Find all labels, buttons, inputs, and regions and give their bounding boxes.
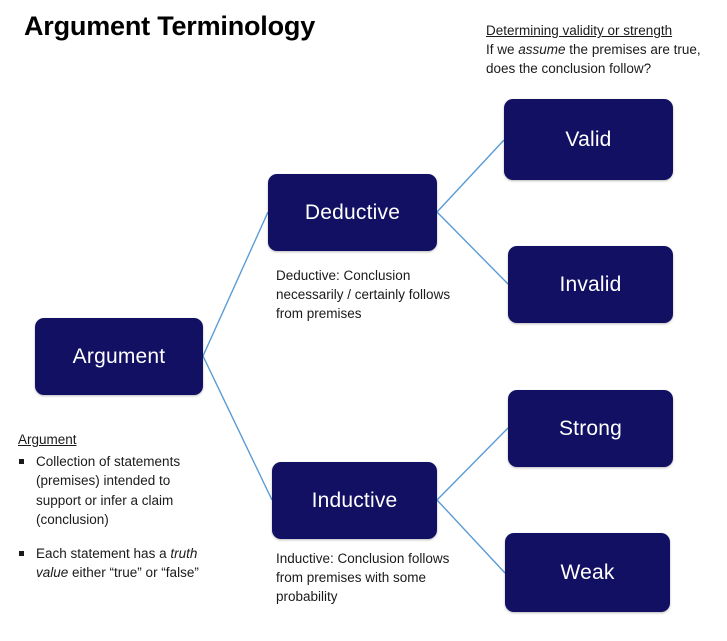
validity-note-line1-pre: If we xyxy=(486,42,519,57)
node-valid[interactable]: Valid xyxy=(504,99,673,180)
node-weak[interactable]: Weak xyxy=(505,533,670,612)
definition-bullet-2: Each statement has a truth value either … xyxy=(36,546,199,581)
definition-bullet-2-post: either “true” or “false” xyxy=(68,565,199,580)
caption-inductive: Inductive: Conclusion follows from premi… xyxy=(276,551,450,604)
definition-bullet-1: Collection of statements (premises) inte… xyxy=(36,453,181,528)
node-strong[interactable]: Strong xyxy=(508,390,673,467)
page-title: Argument Terminology xyxy=(24,11,316,41)
validity-note-line2: does the conclusion follow? xyxy=(486,61,652,76)
definition-bullet-2-pre: Each statement has a xyxy=(36,545,171,561)
node-argument-label: Argument xyxy=(72,345,166,368)
node-deductive[interactable]: Deductive xyxy=(268,174,437,251)
connector-inductive-to-strong xyxy=(436,427,509,501)
connector-argument-to-deductive xyxy=(202,211,269,357)
validity-note: Determining validity or strength If we a… xyxy=(486,21,726,78)
node-strong-label: Strong xyxy=(558,417,623,440)
node-invalid[interactable]: Invalid xyxy=(508,246,673,323)
definition-list: Collection of statements (premises) inte… xyxy=(18,452,208,583)
definition-heading: Argument xyxy=(18,432,77,447)
list-item: Collection of statements (premises) inte… xyxy=(18,452,208,530)
connector-argument-to-inductive xyxy=(202,355,273,501)
node-deductive-label: Deductive xyxy=(304,201,401,224)
connector-deductive-to-valid xyxy=(436,139,505,213)
validity-note-line1-post: the premises are true, xyxy=(565,42,701,57)
validity-note-heading: Determining validity or strength xyxy=(486,23,673,38)
node-invalid-label: Invalid xyxy=(559,273,622,296)
node-weak-label: Weak xyxy=(560,561,615,584)
caption-deductive: Deductive: Conclusion necessarily / cert… xyxy=(276,268,451,321)
node-argument[interactable]: Argument xyxy=(35,318,203,395)
argument-definition-block: Argument Collection of statements (premi… xyxy=(18,430,208,583)
list-item: Each statement has a truth value either … xyxy=(18,544,208,583)
node-inductive[interactable]: Inductive xyxy=(272,462,437,539)
node-valid-label: Valid xyxy=(565,128,612,151)
square-bullet-icon xyxy=(19,458,24,464)
square-bullet-icon xyxy=(19,550,24,556)
validity-note-emphasis: assume xyxy=(518,42,566,57)
definition-bullet-2-emphasis: truth value xyxy=(36,545,198,581)
validity-note-body: If we assume the premises are true, does… xyxy=(486,40,726,78)
node-inductive-label: Inductive xyxy=(311,489,398,512)
